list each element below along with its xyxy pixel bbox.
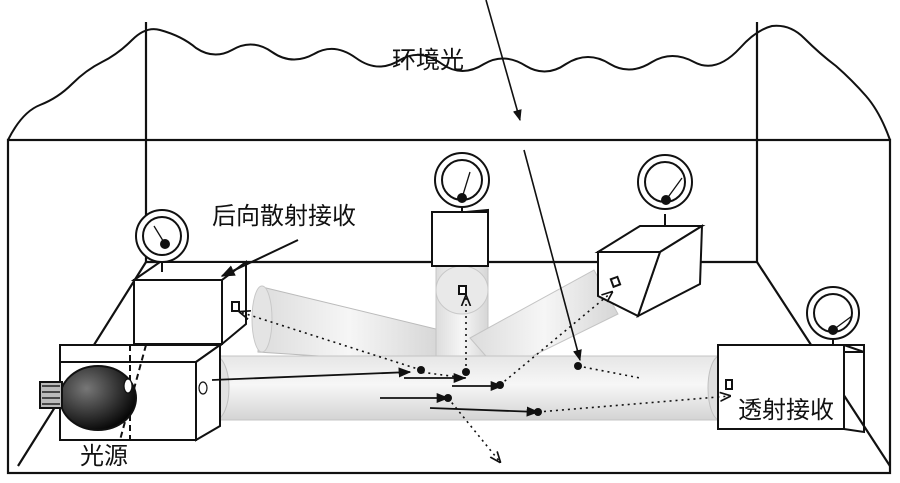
bulb-icon (59, 365, 137, 431)
water-surface (7, 24, 891, 141)
backscatter-pointer-arrow (220, 239, 299, 277)
gauge-icon (434, 152, 490, 212)
transmission-receiver-label: 透射接收 (738, 396, 834, 424)
backscatter-receiver-label: 后向散射接收 (212, 202, 356, 230)
beam-back-left (257, 286, 441, 365)
gauge-icon (806, 286, 860, 345)
tank-front-face (6, 138, 892, 475)
scatter-particles (417, 362, 582, 416)
light-source-box (39, 343, 224, 442)
ambient-light-label: 环境光 (392, 46, 464, 74)
scatter-receiver-top (431, 152, 490, 295)
scattered-rays (240, 292, 730, 462)
light-source-label: 光源 (80, 442, 128, 470)
gauge-icon (135, 209, 189, 272)
scatter-receiver-angle (594, 154, 706, 319)
backscatter-receiver-box (130, 209, 249, 347)
ambient-light-ray (485, 0, 582, 362)
incident-rays (211, 367, 540, 417)
transmission-receiver-box (717, 286, 865, 434)
gauge-icon (637, 154, 693, 226)
beam-main (214, 355, 721, 421)
